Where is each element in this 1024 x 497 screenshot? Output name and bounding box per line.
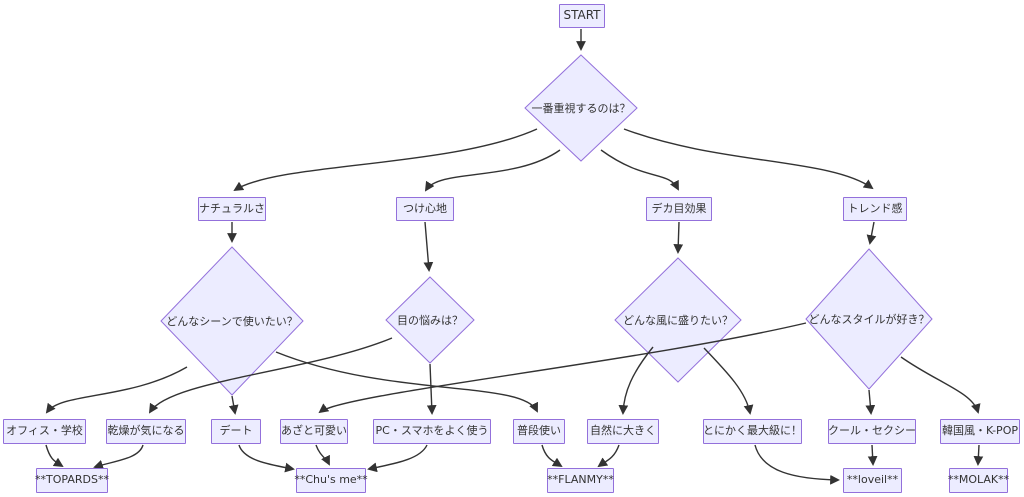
label-q-scene: どんなシーンで使いたい？ — [166, 315, 298, 328]
edge-o_date-r_chusme — [238, 444, 295, 473]
edge-q_eye-o_pc — [426, 363, 437, 415]
edge-q_style-o_cute — [318, 322, 807, 414]
edge-b_bigeye-q_enhance — [673, 221, 684, 254]
node-option-pc-smartphone: PC・スマホをよく使う — [373, 419, 491, 444]
diamond-q-enhance — [614, 257, 742, 383]
node-option-cool-sexy: クール・セクシー — [828, 419, 916, 444]
edge-q_main-b_bigeye — [600, 149, 679, 191]
edge-o_kpop-r_molak — [973, 444, 984, 466]
node-result-loveil: **loveil** — [843, 468, 902, 493]
label-q-enhance: どんな風に盛りたい？ — [623, 314, 733, 327]
edge-q_scene-o_daily — [275, 351, 538, 413]
node-result-flanmy: **FLANMY** — [547, 468, 614, 493]
label-q-style: どんなスタイルが好き？ — [808, 313, 930, 326]
edge-q_eye-o_dry — [148, 337, 393, 414]
node-branch-comfort: つけ心地 — [396, 197, 454, 221]
edge-o_cute-r_chusme — [315, 444, 330, 466]
node-result-chusme: **Chu's me** — [294, 468, 368, 493]
diamond-q-eye — [385, 276, 475, 364]
label-q-main: 一番重視するのは？ — [531, 102, 631, 115]
edge-o_office-r_topards — [45, 444, 64, 468]
edge-o_max-r_loveil — [754, 444, 840, 485]
edge-q_main-b_trend — [623, 128, 874, 190]
node-option-korean-kpop: 韓国風・K-POP — [940, 419, 1020, 444]
edge-o_naturalbig-r_flanmy — [597, 444, 620, 468]
edge-b_comfort-q_eye — [423, 221, 434, 272]
edge-o_dry-r_topards — [93, 444, 144, 470]
edge-q_scene-o_office — [45, 366, 188, 414]
label-q-eye: 目の悩みは？ — [397, 314, 463, 327]
node-option-cute: あざと可愛い — [280, 419, 348, 444]
diamond-q-main — [524, 54, 638, 162]
edge-q_style-o_kpop — [900, 356, 981, 414]
edge-q_main-b_comfort — [424, 149, 561, 192]
edge-q_main-b_natural — [233, 128, 538, 192]
edge-o_daily-r_flanmy — [541, 444, 563, 468]
node-option-naturally-big: 自然に大きく — [587, 419, 659, 444]
edge-o_pc-r_chusme — [367, 444, 428, 473]
node-result-molak: **MOLAK** — [948, 468, 1009, 493]
node-option-date: デート — [211, 419, 261, 444]
edge-b_trend-q_style — [866, 221, 877, 245]
node-branch-natural: ナチュラルさ — [198, 197, 266, 221]
node-branch-bigeye: デカ目効果 — [646, 197, 712, 221]
node-option-dryness: 乾燥が気になる — [106, 419, 186, 444]
node-result-topards: **TOPARDS** — [35, 468, 109, 493]
edge-q_style-o_cool — [865, 389, 876, 415]
node-branch-trend: トレンド感 — [843, 197, 907, 221]
edge-q_enhance-o_max — [703, 347, 754, 415]
node-option-maximum: とにかく最大級に！ — [703, 419, 802, 444]
diamond-q-style — [805, 248, 933, 390]
node-option-office-school: オフィス・学校 — [3, 419, 86, 444]
edge-q_scene-o_date — [228, 395, 239, 415]
diamond-q-scene — [160, 246, 304, 396]
node-start: START — [559, 4, 605, 28]
edge-o_cool-r_loveil — [867, 444, 878, 466]
node-option-daily-use: 普段使い — [513, 419, 565, 444]
